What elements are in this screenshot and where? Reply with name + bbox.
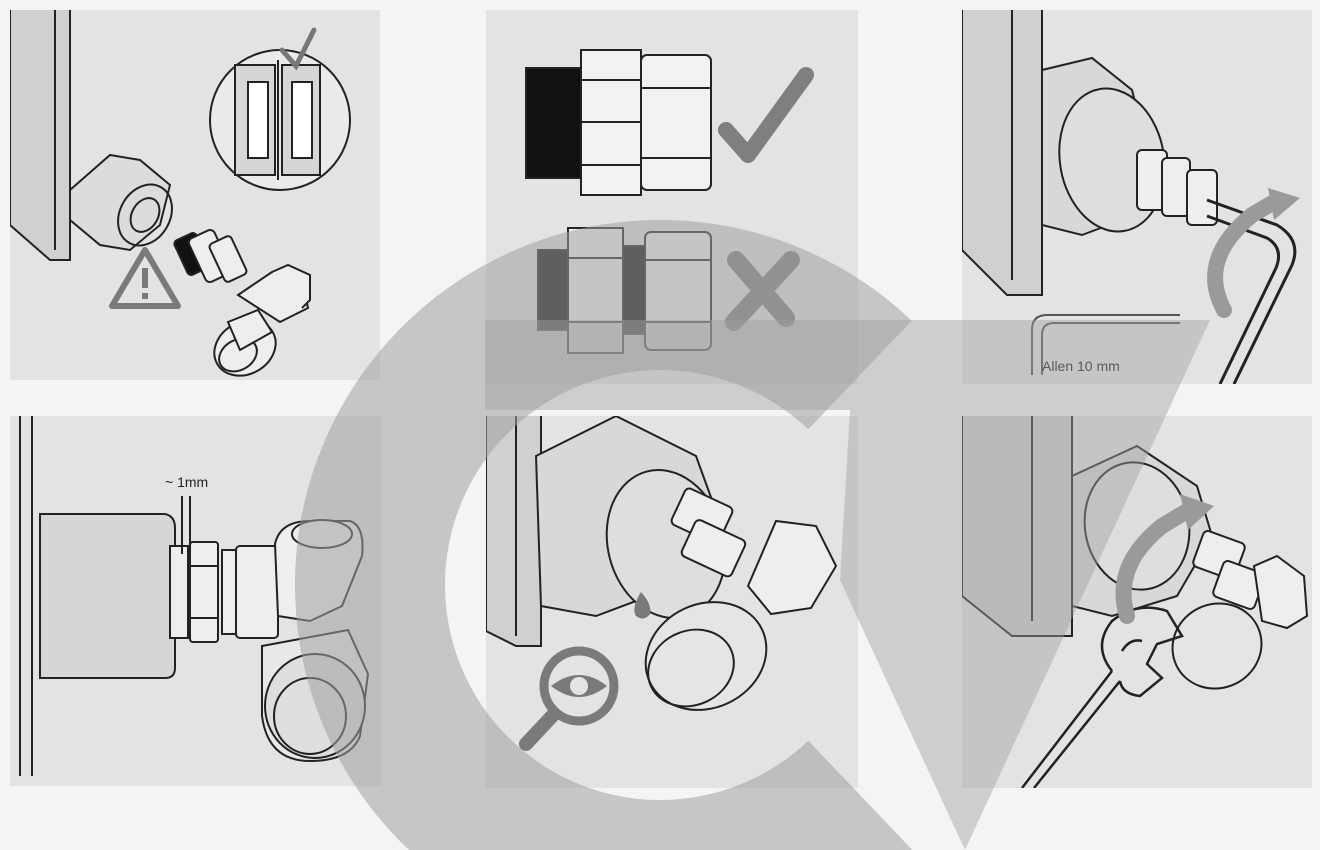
warning-icon — [112, 250, 178, 306]
radiator-edge — [20, 416, 32, 776]
step-panel-5 — [486, 416, 858, 788]
radiator-port — [40, 514, 175, 678]
radiator-port — [70, 155, 170, 250]
angle-valve — [204, 265, 310, 380]
step-panel-3: Allen 10 mm — [962, 10, 1312, 384]
checkmark-icon — [726, 75, 806, 155]
allen-key-label: Allen 10 mm — [1042, 358, 1120, 374]
step-2-illustration — [486, 10, 858, 384]
cross-icon — [734, 260, 791, 322]
radiator-body — [486, 416, 541, 646]
step-4-illustration — [10, 416, 382, 786]
radiator-body — [10, 10, 70, 260]
adapter-fitting — [173, 228, 248, 283]
gap-measurement-label: ~ 1mm — [165, 474, 208, 490]
radiator-body — [962, 416, 1072, 636]
fitting-correct — [526, 50, 711, 195]
step-1-illustration — [10, 10, 380, 380]
fitting-incorrect — [538, 228, 711, 353]
angle-valve — [262, 520, 368, 761]
step-6-illustration — [962, 416, 1312, 788]
step-panel-6 — [962, 416, 1312, 788]
step-panel-2 — [486, 10, 858, 384]
step-3-illustration — [962, 10, 1312, 384]
radiator-body — [962, 10, 1042, 295]
step-panel-1 — [10, 10, 380, 380]
step-5-illustration — [486, 416, 858, 788]
step-panel-4: ~ 1mm — [10, 416, 382, 786]
adapter-fitting — [170, 542, 278, 642]
seal-detail-icon — [210, 50, 350, 190]
inspect-eye-icon — [526, 651, 614, 744]
